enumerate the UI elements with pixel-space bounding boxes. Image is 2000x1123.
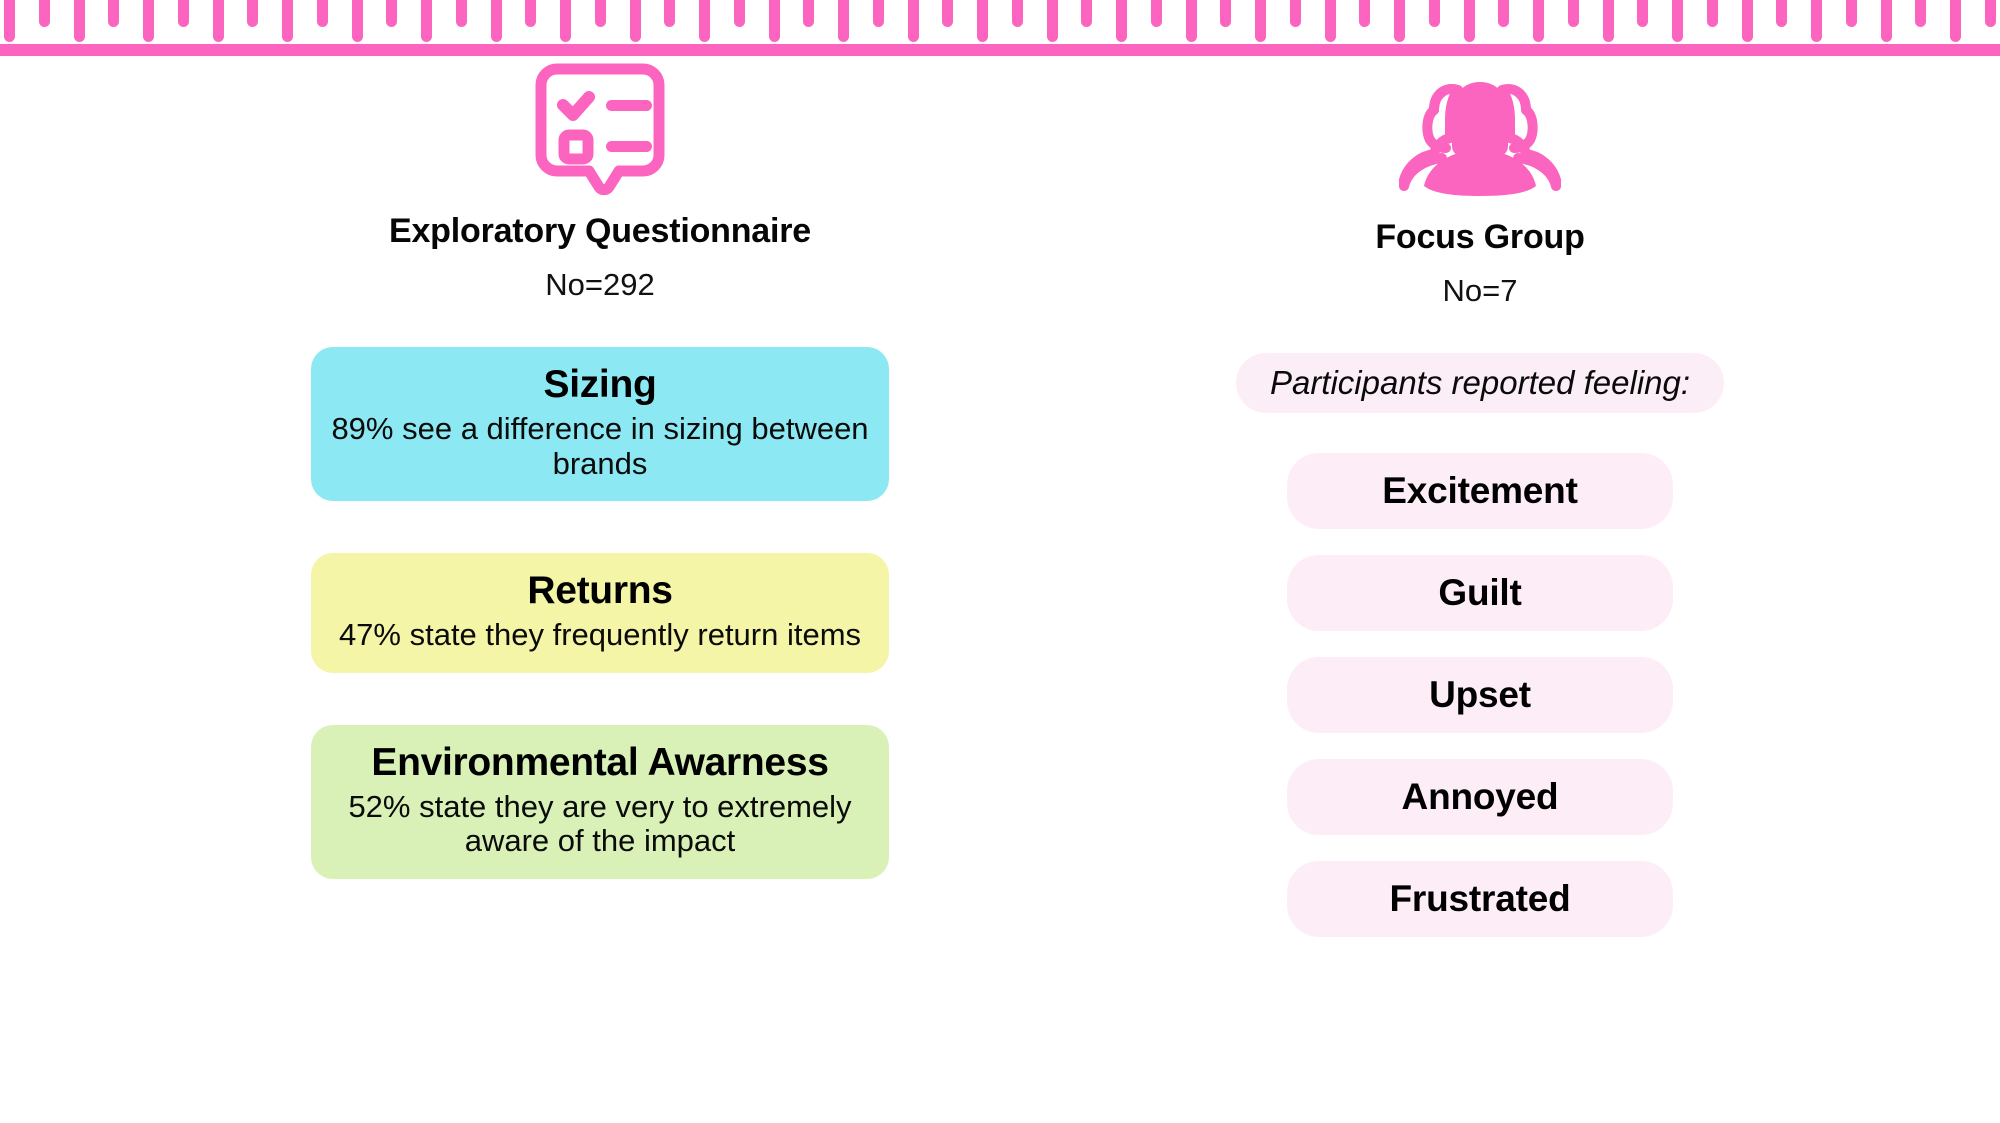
ruler-tick (1602, 0, 1614, 42)
emotion-pill: Guilt (1287, 555, 1673, 631)
ruler-tick (108, 0, 120, 27)
ruler-tick (1950, 0, 1961, 42)
stat-card: Returns 47% state they frequently return … (311, 553, 889, 673)
ruler-tick (282, 0, 293, 42)
ruler-tick (1081, 0, 1093, 27)
ruler-tick (907, 0, 919, 42)
ruler-tick (1428, 0, 1440, 27)
ruler-tick (421, 0, 432, 42)
emotion-pill: Upset (1287, 657, 1673, 733)
ruler-tick (1672, 0, 1683, 42)
ruler-tick (1185, 0, 1197, 42)
method-sample-size: No=7 (1442, 273, 1518, 308)
stat-card-title: Sizing (543, 363, 657, 406)
ruler-tick (1011, 0, 1023, 27)
ruler-tick (177, 0, 189, 27)
ruler-tick (38, 0, 50, 27)
ruler-tick (803, 0, 815, 27)
emotion-pill: Annoyed (1287, 759, 1673, 835)
ruler-tick (143, 0, 154, 42)
ruler-tick (247, 0, 259, 27)
ruler-solid-bar (0, 44, 2000, 56)
ruler-tick (1637, 0, 1649, 27)
ruler-tick (1880, 0, 1892, 42)
ruler-tick (1359, 0, 1371, 27)
method-title: Focus Group (1375, 218, 1585, 256)
ruler-tick (1116, 0, 1127, 42)
ruler-tick (1220, 0, 1232, 27)
ruler-tick (1811, 0, 1822, 42)
ruler-tick (1394, 0, 1405, 42)
emotion-pill: Excitement (1287, 453, 1673, 529)
ruler-tick (594, 0, 606, 27)
ruler-tick (838, 0, 849, 42)
ruler-tick (1741, 0, 1753, 42)
ruler-tick (212, 0, 224, 42)
ruler-tick (1706, 0, 1718, 27)
method-title: Exploratory Questionnaire (389, 212, 811, 250)
ruler-tick-row (0, 0, 2000, 44)
ruler-tick (942, 0, 954, 27)
ruler-tick (351, 0, 363, 42)
ruler-tick (1289, 0, 1301, 27)
ruler-tick (560, 0, 571, 42)
ruler-tick (977, 0, 988, 42)
ruler-tick (872, 0, 884, 27)
ruler-tick (733, 0, 745, 27)
questionnaire-icon (170, 56, 1030, 196)
feelings-lead-label: Participants reported feeling: (1235, 353, 1725, 413)
ruler-tick (1255, 0, 1266, 42)
ruler-tick (1776, 0, 1788, 27)
ruler-tick (1845, 0, 1857, 27)
ruler-tick (1984, 0, 1996, 27)
emotion-pill: Frustrated (1287, 861, 1673, 937)
ruler-tick (1324, 0, 1336, 42)
ruler-tick (1498, 0, 1510, 27)
ruler-tick (629, 0, 641, 42)
stat-card-description: 52% state they are very to extremely awa… (348, 788, 852, 859)
stat-card-description: 89% see a difference in sizing between b… (331, 410, 869, 481)
ruler-tick (73, 0, 85, 42)
stat-card-title: Environmental Awarness (371, 740, 829, 784)
ruler-tick (4, 0, 15, 42)
ruler-tick (525, 0, 537, 27)
stat-card-title: Returns (527, 569, 673, 613)
method-sample-size: No=292 (545, 267, 655, 302)
ruler-tick (490, 0, 502, 42)
column-focus-group: Focus Group No=7 Participants reported f… (1060, 56, 1900, 1123)
ruler-tick (1046, 0, 1058, 42)
ruler-tick (768, 0, 780, 42)
feelings-lead-wrap: Participants reported feeling: (1060, 353, 1900, 413)
focus-group-icon (1060, 56, 1900, 196)
ruler-tick (664, 0, 676, 27)
ruler-tick (1533, 0, 1544, 42)
ruler-tick (1150, 0, 1162, 27)
stat-card-description: 47% state they frequently return items (338, 617, 862, 653)
ruler-tick (1567, 0, 1579, 27)
ruler-tick (1915, 0, 1927, 27)
pink-ruler-band (0, 0, 2000, 56)
ruler-tick (386, 0, 398, 27)
ruler-tick (316, 0, 328, 27)
ruler-tick (1463, 0, 1475, 42)
ruler-tick (699, 0, 710, 42)
ruler-tick (455, 0, 467, 27)
